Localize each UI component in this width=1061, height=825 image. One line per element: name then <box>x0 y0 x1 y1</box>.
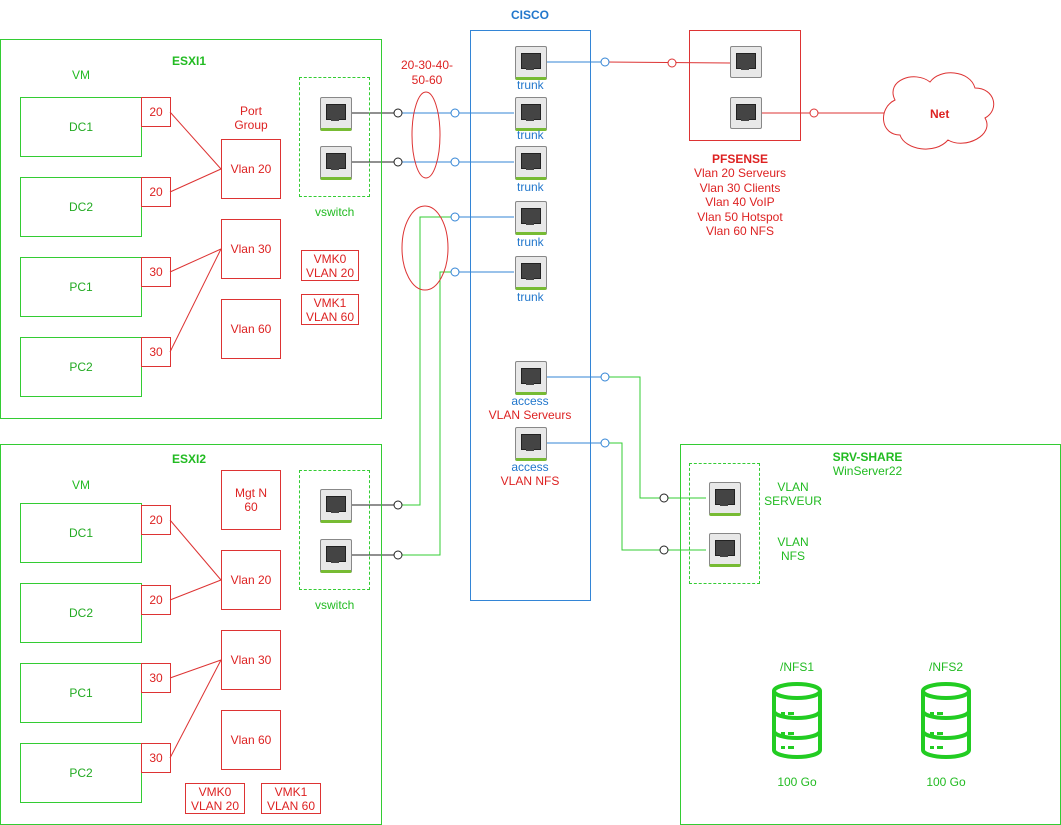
esxi1-vm-pc1[interactable]: PC1 <box>20 257 142 317</box>
pfsense-vlan-60: Vlan 60 NFS <box>705 224 775 238</box>
esxi2-vmk1-vlan: VLAN 60 <box>266 798 316 813</box>
cisco-trunk-port-4[interactable] <box>515 201 547 235</box>
esxi2-portgroup-vlan60[interactable]: Vlan 60 <box>221 710 281 770</box>
pfsense-box <box>689 30 801 141</box>
esxi1-vm-pc2-vlan-tag: 30 <box>141 337 171 367</box>
nfs1-name: /NFS1 <box>779 660 814 674</box>
srv-share-title: SRV-SHARE <box>832 450 903 464</box>
esxi1-port-group-label: Port Group <box>234 104 268 132</box>
esxi1-vmk1[interactable]: VMK1 VLAN 60 <box>301 294 359 325</box>
esxi2-title: ESXI2 <box>172 452 207 466</box>
nfs1-database-icon <box>772 682 822 759</box>
trunk-vlans-label: 20-30-40- 50-60 <box>400 58 454 87</box>
cisco-trunk-port-3[interactable] <box>515 146 547 180</box>
srv-share-port-serveur[interactable] <box>709 482 741 516</box>
esxi1-vmk0[interactable]: VMK0 VLAN 20 <box>301 250 359 281</box>
esxi1-vswitch[interactable] <box>299 77 370 197</box>
esxi2-vmk0[interactable]: VMK0 VLAN 20 <box>185 783 245 814</box>
esxi1-vswitch-port-1[interactable] <box>320 97 352 131</box>
srv-share-vlan-serveur-label: VLAN SERVEUR <box>764 480 822 508</box>
esxi2-vswitch-label: vswitch <box>315 598 355 612</box>
cisco-access-port-serveurs[interactable] <box>515 361 547 395</box>
esxi2-vmk0-name: VMK0 <box>198 784 232 799</box>
cisco-trunk-label-2: trunk <box>517 128 544 142</box>
pfsense-vlan-30: Vlan 30 Clients <box>699 180 781 195</box>
pfsense-lan-port[interactable] <box>730 46 762 78</box>
cisco-trunk-label-1: trunk <box>517 78 544 92</box>
cisco-access-vlan-1: VLAN Serveurs <box>488 408 572 422</box>
esxi2-vm-dc1[interactable]: DC1 <box>20 503 142 563</box>
cisco-trunk-port-5[interactable] <box>515 256 547 290</box>
esxi2-vswitch-port-2[interactable] <box>320 539 352 573</box>
esxi1-title: ESXI1 <box>172 54 207 68</box>
pfsense-vlan-list: Vlan 20 Serveurs Vlan 30 Clients Vlan 40… <box>670 166 810 239</box>
esxi2-vm-dc2[interactable]: DC2 <box>20 583 142 643</box>
esxi1-vswitch-label: vswitch <box>315 205 355 219</box>
cisco-access-label-2: access <box>511 460 549 474</box>
esxi1-vmk1-vlan: VLAN 60 <box>305 309 355 324</box>
cisco-trunk-port-1[interactable] <box>515 46 547 80</box>
esxi2-mgt-network[interactable]: Mgt N 60 <box>221 470 281 530</box>
esxi2-vmk1-name: VMK1 <box>274 784 308 799</box>
esxi2-vmk0-vlan: VLAN 20 <box>190 798 240 813</box>
esxi1-portgroup-vlan20[interactable]: Vlan 20 <box>221 139 281 199</box>
cisco-trunk-label-4: trunk <box>517 235 544 249</box>
esxi2-portgroup-vlan30[interactable]: Vlan 30 <box>221 630 281 690</box>
esxi2-vmk1[interactable]: VMK1 VLAN 60 <box>261 783 321 814</box>
esxi2-vswitch-port-1[interactable] <box>320 489 352 523</box>
esxi1-vmk0-vlan: VLAN 20 <box>305 265 355 280</box>
esxi1-vm-dc2-vlan-tag: 20 <box>141 177 171 207</box>
esxi1-vm-pc1-vlan-tag: 30 <box>141 257 171 287</box>
cisco-title: CISCO <box>511 8 550 22</box>
pfsense-wan-port[interactable] <box>730 97 762 129</box>
nfs2-size: 100 Go <box>926 775 966 789</box>
esxi1-vm-dc1-vlan-tag: 20 <box>141 97 171 127</box>
esxi2-vswitch[interactable] <box>299 470 370 590</box>
cisco-access-label-1: access <box>511 394 549 408</box>
esxi1-vm-pc2[interactable]: PC2 <box>20 337 142 397</box>
nfs1-size: 100 Go <box>777 775 817 789</box>
srv-share-port-nfs[interactable] <box>709 533 741 567</box>
esxi1-vm-label: VM <box>72 68 90 82</box>
pfsense-vlan-40: Vlan 40 VoIP <box>705 195 775 209</box>
esxi2-portgroup-vlan20[interactable]: Vlan 20 <box>221 550 281 610</box>
net-label: Net <box>930 107 950 121</box>
esxi1-vm-dc1[interactable]: DC1 <box>20 97 142 157</box>
cisco-switch <box>470 30 591 601</box>
srv-share-subtitle: WinServer22 <box>832 464 903 478</box>
esxi1-portgroup-vlan30[interactable]: Vlan 30 <box>221 219 281 279</box>
esxi2-vm-pc2-vlan-tag: 30 <box>141 743 171 773</box>
esxi2-vm-dc1-vlan-tag: 20 <box>141 505 171 535</box>
cisco-trunk-port-2[interactable] <box>515 97 547 131</box>
srv-share-vlan-nfs-label: VLAN NFS <box>777 535 809 563</box>
esxi1-vm-dc2[interactable]: DC2 <box>20 177 142 237</box>
nfs2-name: /NFS2 <box>928 660 963 674</box>
esxi1-portgroup-vlan60[interactable]: Vlan 60 <box>221 299 281 359</box>
srv-share-nic-group <box>689 463 760 584</box>
net-cloud <box>883 72 995 150</box>
esxi2-vm-pc1-vlan-tag: 30 <box>141 663 171 693</box>
esxi2-vm-dc2-vlan-tag: 20 <box>141 585 171 615</box>
esxi1-host <box>0 39 382 419</box>
pfsense-vlan-50: Vlan 50 Hotspot <box>697 209 783 224</box>
esxi1-vmk0-name: VMK0 <box>313 251 347 266</box>
esxi1-vswitch-port-2[interactable] <box>320 146 352 180</box>
pfsense-title: PFSENSE <box>711 152 768 166</box>
cisco-access-vlan-2: VLAN NFS <box>500 474 560 488</box>
cisco-trunk-label-3: trunk <box>517 180 544 194</box>
esxi2-vm-pc2[interactable]: PC2 <box>20 743 142 803</box>
esxi1-vmk1-name: VMK1 <box>313 295 347 310</box>
esxi2-vm-pc1[interactable]: PC1 <box>20 663 142 723</box>
nfs2-database-icon <box>921 682 971 759</box>
cisco-access-port-nfs[interactable] <box>515 427 547 461</box>
pfsense-vlan-20: Vlan 20 Serveurs <box>693 166 787 180</box>
esxi2-vm-label: VM <box>72 478 90 492</box>
cisco-trunk-label-5: trunk <box>517 290 544 304</box>
